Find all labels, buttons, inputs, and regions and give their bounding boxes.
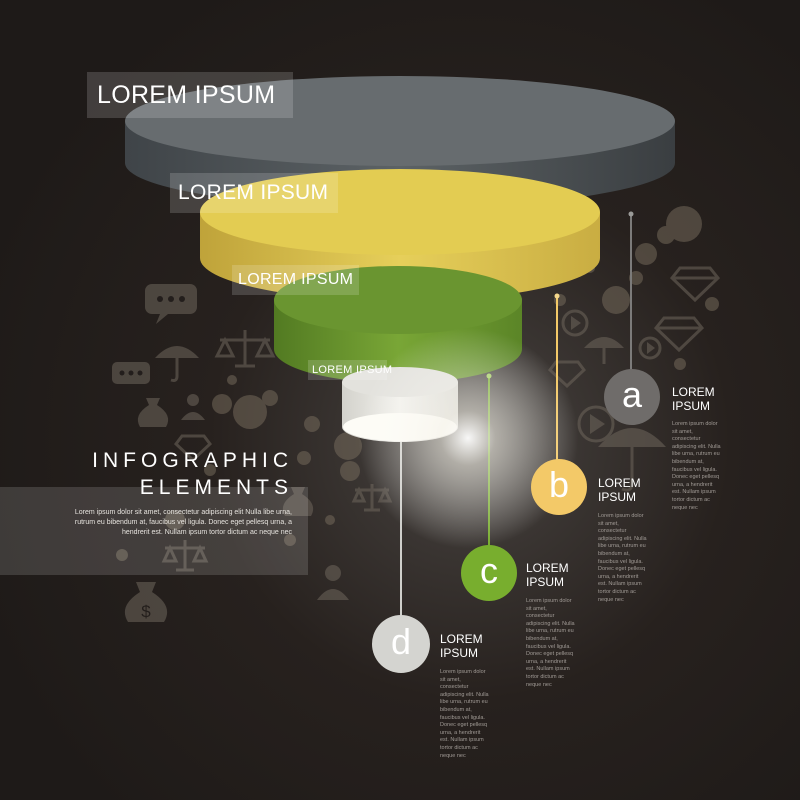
item-a-badge: a xyxy=(604,369,660,425)
item-d-body: Lorem ipsum dolor sit amet, consectetur … xyxy=(440,669,489,759)
item-d-title: LOREM IPSUM xyxy=(440,632,483,660)
diamond-icon xyxy=(669,266,721,303)
tier-2-cylinder xyxy=(200,169,600,301)
item-c-title: LOREM IPSUM xyxy=(526,561,569,589)
svg-text:$: $ xyxy=(141,602,151,621)
money-bag-icon xyxy=(282,487,314,516)
item-b-body: Lorem ipsum dolor sit amet, consectetur … xyxy=(598,513,647,603)
person-icon xyxy=(181,394,205,420)
chat-icon xyxy=(145,284,197,324)
money-bag-icon xyxy=(137,398,169,427)
infographic-heading-line-2: ELEMENTS xyxy=(139,476,293,499)
item-c-body: Lorem ipsum dolor sit amet, consectetur … xyxy=(526,598,575,688)
tier-1-label: LOREM IPSUM xyxy=(87,72,293,118)
scales-icon xyxy=(161,540,209,572)
scales-icon xyxy=(214,330,276,368)
play-icon xyxy=(561,309,589,337)
play-icon xyxy=(577,405,615,443)
item-a-title: LOREM IPSUM xyxy=(672,385,715,413)
item-b-badge: b xyxy=(531,459,587,515)
play-icon xyxy=(638,336,662,360)
tier-4-label: LOREM IPSUM xyxy=(308,360,392,380)
item-b-title: LOREM IPSUM xyxy=(598,476,641,504)
tier-3-label: LOREM IPSUM xyxy=(232,265,359,295)
umbrella-icon xyxy=(584,337,624,364)
money-bag-icon: $ xyxy=(124,582,168,622)
tier-2-label: LOREM IPSUM xyxy=(170,173,338,213)
item-d-badge: d xyxy=(372,615,430,673)
intro-panel xyxy=(0,487,308,575)
light-glow xyxy=(358,328,578,548)
person-icon xyxy=(317,565,349,600)
infographic-heading-line-1: INFOGRAPHIC xyxy=(92,449,293,472)
item-a-body: Lorem ipsum dolor sit amet, consectetur … xyxy=(672,421,721,511)
umbrella-icon xyxy=(155,346,199,382)
item-c-badge: c xyxy=(461,545,517,601)
bokeh-dots xyxy=(116,206,719,561)
umbrella-icon xyxy=(598,428,666,492)
intro-text: Lorem ipsum dolor sit amet, consectetur … xyxy=(74,509,292,536)
diamond-icon xyxy=(653,316,705,353)
chat-icon xyxy=(112,362,150,384)
diamond-icon xyxy=(173,434,213,463)
